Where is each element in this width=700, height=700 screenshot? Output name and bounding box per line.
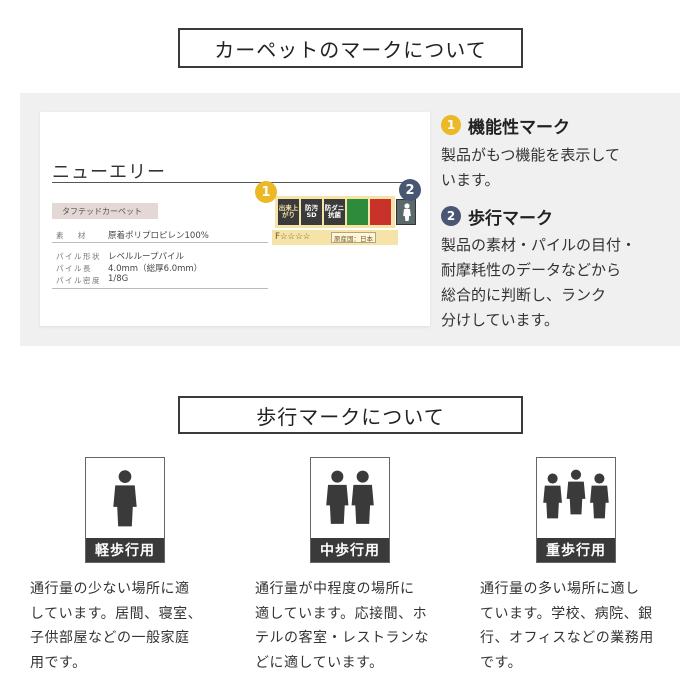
badge-number-2: 2 xyxy=(399,179,421,201)
walking-class-label: 軽歩行用 xyxy=(86,538,164,562)
section-title-walking-marks: 歩行マークについて xyxy=(178,396,523,434)
text-line: 通行量が中程度の場所に xyxy=(255,581,415,597)
person-icon xyxy=(403,203,411,221)
spec-label: パイル密度 xyxy=(56,276,101,285)
badge-number-1: 1 xyxy=(255,181,277,203)
text-line: 製品の素材・パイルの目付・ xyxy=(441,236,637,254)
function-mark-icon xyxy=(347,199,368,225)
spec-value: レベルループパイル xyxy=(108,252,184,262)
text-line: テルの客室・レストランな xyxy=(255,630,429,646)
text-line: 適しています。応接間、ホ xyxy=(255,605,428,622)
spec-label: 素 材 xyxy=(56,231,87,240)
text-line: しています。居間、寝室、 xyxy=(30,605,203,622)
text-line: 通行量の少ない場所に適 xyxy=(30,581,190,597)
text-line: 分けしています。 xyxy=(441,311,560,329)
function-mark-icon xyxy=(370,199,391,225)
product-name: ニューエリー xyxy=(52,162,166,183)
function-mark-icon: 防ダニ 抗菌 xyxy=(324,199,345,225)
text-line: 行、オフィスなどの業務用 xyxy=(480,630,654,646)
text-line: 通行量の多い場所に適し xyxy=(480,581,640,597)
pedestrian-icon xyxy=(543,469,609,519)
heavy-walking-mark: 重歩行用 xyxy=(536,457,616,563)
spec-value: 原着ポリプロピレン100% xyxy=(108,231,209,241)
text-line: 用です。 xyxy=(30,654,87,671)
text-line: どに適しています。 xyxy=(255,654,384,671)
product-type-tag: タフテッドカーペット xyxy=(52,203,158,219)
function-mark-icon: 出来上がり xyxy=(278,199,299,225)
walking-mark-description: 製品の素材・パイルの目付・ 耐摩耗性のデータなどから 総合的に判断し、ランク 分… xyxy=(441,233,636,333)
spec-value: 1/8G xyxy=(108,274,129,284)
divider xyxy=(52,242,268,243)
walking-mark-title: 歩行マーク xyxy=(468,209,553,229)
spec-value: 4.0mm（総厚6.0mm） xyxy=(108,264,203,274)
medium-walking-mark: 中歩行用 xyxy=(310,457,390,563)
info-number-2: 2 xyxy=(441,206,461,226)
medium-walking-description: 通行量が中程度の場所に 適しています。応接間、ホ テルの客室・レストランな どに… xyxy=(255,577,465,675)
light-walking-mark: 軽歩行用 xyxy=(85,457,165,563)
heavy-walking-description: 通行量の多い場所に適し ています。学校、病院、銀 行、オフィスなどの業務用 です… xyxy=(480,577,690,675)
text-line: 製品がもつ機能を表示して xyxy=(441,146,620,164)
text-line: 子供部屋などの一般家庭 xyxy=(30,630,190,646)
function-mark-description: 製品がもつ機能を表示して います。 xyxy=(441,143,620,193)
function-mark-icon: 防汚 SD xyxy=(301,199,322,225)
text-line: ています。学校、病院、銀 xyxy=(480,605,653,622)
walking-class-label: 中歩行用 xyxy=(311,538,389,562)
walking-class-label: 重歩行用 xyxy=(537,538,615,562)
pedestrian-icon xyxy=(113,470,137,527)
text-line: 総合的に判断し、ランク xyxy=(441,286,607,304)
section-title-carpet-marks: カーペットのマークについて xyxy=(178,28,523,68)
formaldehyde-rating: F☆☆☆☆ xyxy=(275,232,311,242)
text-line: 耐摩耗性のデータなどから xyxy=(441,261,622,279)
function-mark-title: 機能性マーク xyxy=(468,118,570,138)
text-line: です。 xyxy=(480,654,523,671)
light-walking-description: 通行量の少ない場所に適 しています。居間、寝室、 子供部屋などの一般家庭 用です… xyxy=(30,577,240,675)
divider xyxy=(52,288,268,289)
walking-mark-icon xyxy=(396,199,416,225)
info-number-1: 1 xyxy=(441,115,461,135)
spec-label: パイル長 xyxy=(56,264,92,273)
text-line: います。 xyxy=(441,171,500,189)
spec-label: パイル形状 xyxy=(56,252,101,261)
origin-badge: 原産国：日本 xyxy=(331,232,376,243)
divider xyxy=(52,182,418,183)
pedestrian-icon xyxy=(326,470,374,524)
